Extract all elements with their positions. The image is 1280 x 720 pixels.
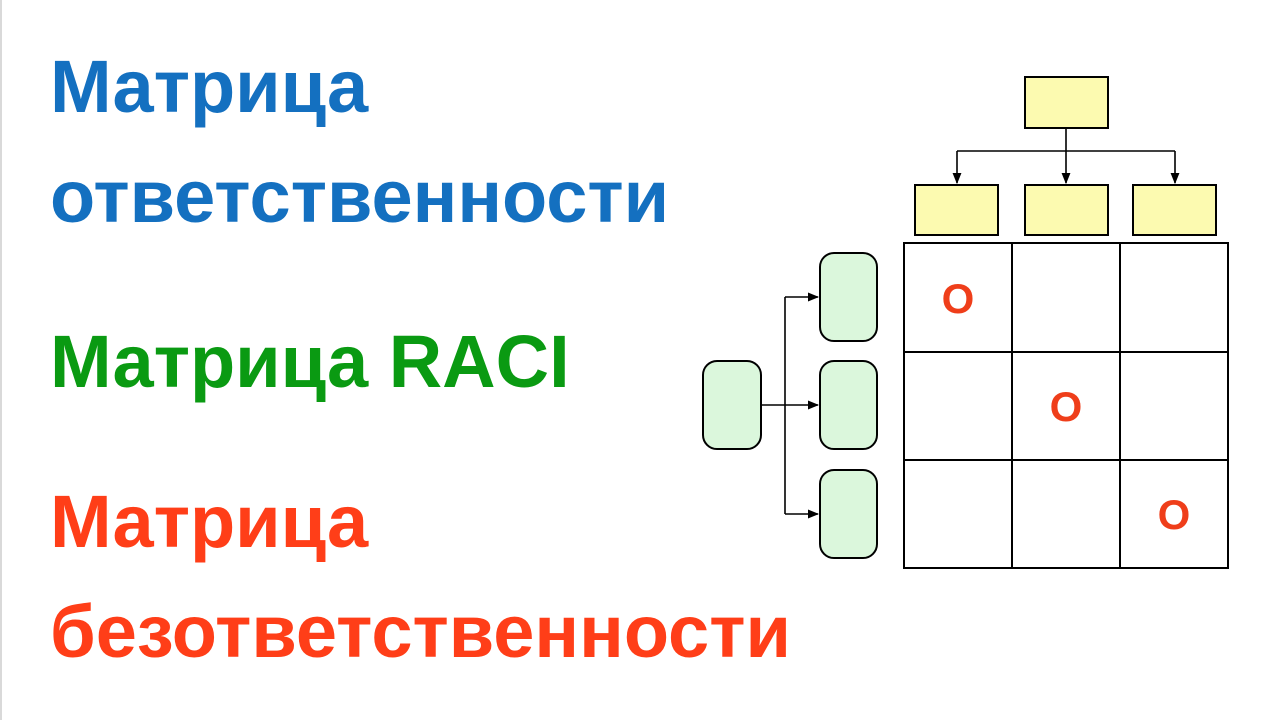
org-chart [914,76,1217,236]
org-root-box [1024,76,1109,129]
title-matrix-irresponsibility-line2: безответственности [50,590,791,673]
process-root-box [702,360,762,450]
matrix-grid [903,242,1229,569]
title-matrix-irresponsibility-line1: Матрица [50,480,369,563]
org-child-box-2 [1024,184,1109,236]
org-child-box-3 [1132,184,1217,236]
org-child-box-1 [914,184,999,236]
title-matrix-responsibility-line1: Матрица [50,45,369,128]
process-child-box-1 [819,252,878,342]
matrix-cell-r3c3: O [1158,491,1191,538]
process-child-box-3 [819,469,878,559]
matrix-cell-r1c1: O [942,275,975,322]
matrix-outline [903,242,1229,569]
process-chart [702,252,878,559]
matrix-cell-marks: O O O [942,275,1191,538]
matrix-cell-r2c2: O [1050,383,1083,430]
left-border [0,0,2,720]
process-child-box-2 [819,360,878,450]
title-raci-matrix: Матрица RACI [50,320,570,403]
title-matrix-responsibility-line2: ответственности [50,155,670,238]
